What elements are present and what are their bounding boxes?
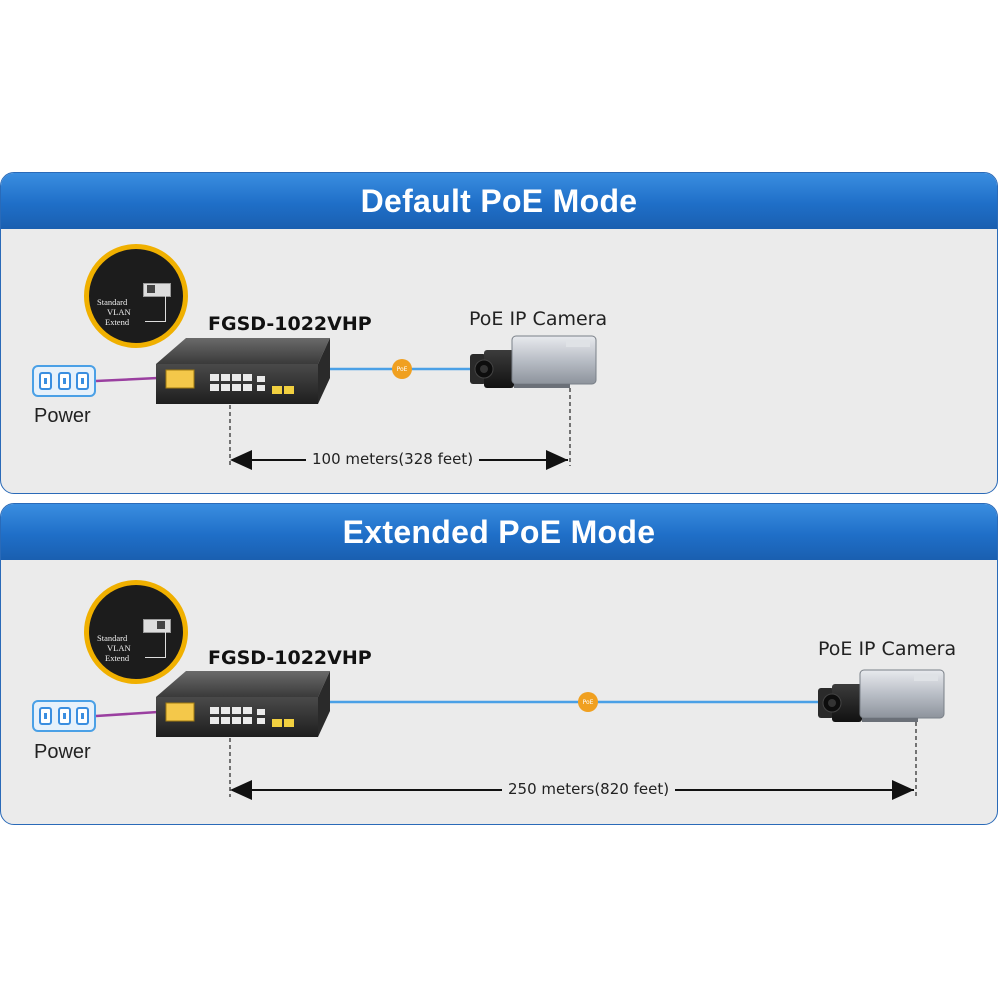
plug-icon (57, 707, 71, 725)
panel-title: Default PoE Mode (1, 173, 997, 229)
plug-icon (39, 372, 53, 390)
distance-label: 100 meters(328 feet) (306, 450, 480, 468)
power-label: Power (34, 741, 91, 763)
mode-option-vlan: VLAN (107, 643, 131, 653)
camera-device (470, 335, 597, 388)
plug-icon (75, 372, 89, 390)
extended-poe-panel: Extended PoE Mode (0, 503, 998, 825)
mode-option-standard: Standard (97, 633, 128, 643)
mode-switch-zoom: Standard VLAN Extend (84, 244, 188, 348)
plug-icon (39, 707, 53, 725)
selector-bracket-icon (145, 295, 166, 322)
dip-switch-lever-icon (157, 621, 165, 629)
plug-icon (57, 372, 71, 390)
camera-device (818, 669, 945, 722)
mode-option-extend: Extend (105, 317, 130, 327)
poe-badge: PoE (578, 692, 598, 712)
dip-switch-lever-icon (147, 285, 155, 293)
poe-badge-text: PoE (582, 698, 594, 706)
switch-device (156, 671, 330, 737)
panel-title: Extended PoE Mode (1, 504, 997, 560)
power-outlet (32, 365, 96, 397)
switch-model-label: FGSD-1022VHP (208, 647, 372, 669)
switch-model-label: FGSD-1022VHP (208, 313, 372, 335)
camera-label: PoE IP Camera (818, 638, 957, 660)
distance-label: 250 meters(820 feet) (502, 780, 676, 798)
mode-switch-zoom: Standard VLAN Extend (84, 580, 188, 684)
power-outlet (32, 700, 96, 732)
poe-badge-text: PoE (396, 365, 408, 373)
power-cable (95, 710, 159, 718)
mode-option-standard: Standard (97, 297, 128, 307)
camera-label: PoE IP Camera (469, 308, 608, 330)
plug-icon (75, 707, 89, 725)
power-label: Power (34, 405, 91, 427)
mode-option-vlan: VLAN (107, 307, 131, 317)
selector-bracket-icon (145, 631, 166, 658)
mode-option-extend: Extend (105, 653, 130, 663)
switch-device (156, 338, 330, 404)
poe-badge: PoE (392, 359, 412, 379)
power-cable (95, 376, 159, 383)
